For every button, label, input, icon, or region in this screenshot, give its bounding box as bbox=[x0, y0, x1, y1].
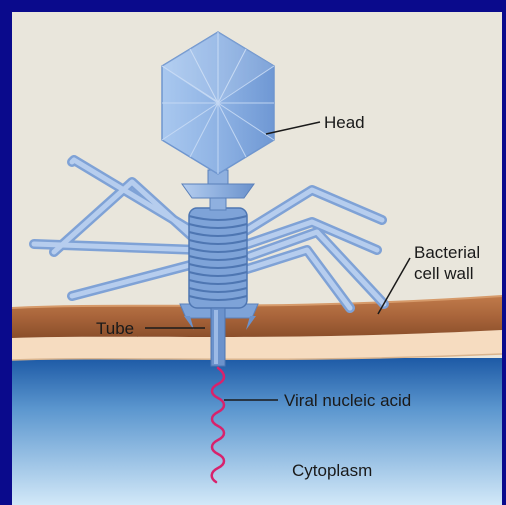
label-cytoplasm: Cytoplasm bbox=[292, 461, 372, 480]
tail-sheath bbox=[189, 208, 247, 308]
bacterial-cell-wall bbox=[12, 296, 502, 338]
diagram-panel: Head Bacterial cell wall Tube Viral nucl… bbox=[12, 12, 502, 505]
label-viral-nucleic-acid: Viral nucleic acid bbox=[284, 391, 411, 410]
cytoplasm-region bbox=[12, 358, 502, 505]
phage-head bbox=[162, 32, 274, 174]
phage-collar bbox=[182, 170, 254, 210]
label-cell-wall-line2: cell wall bbox=[414, 264, 474, 283]
bacteriophage-diagram: Head Bacterial cell wall Tube Viral nucl… bbox=[12, 12, 502, 505]
label-bacterial-line1: Bacterial bbox=[414, 243, 480, 262]
label-tube: Tube bbox=[96, 319, 134, 338]
tail-tube bbox=[211, 308, 225, 366]
label-head: Head bbox=[324, 113, 365, 132]
